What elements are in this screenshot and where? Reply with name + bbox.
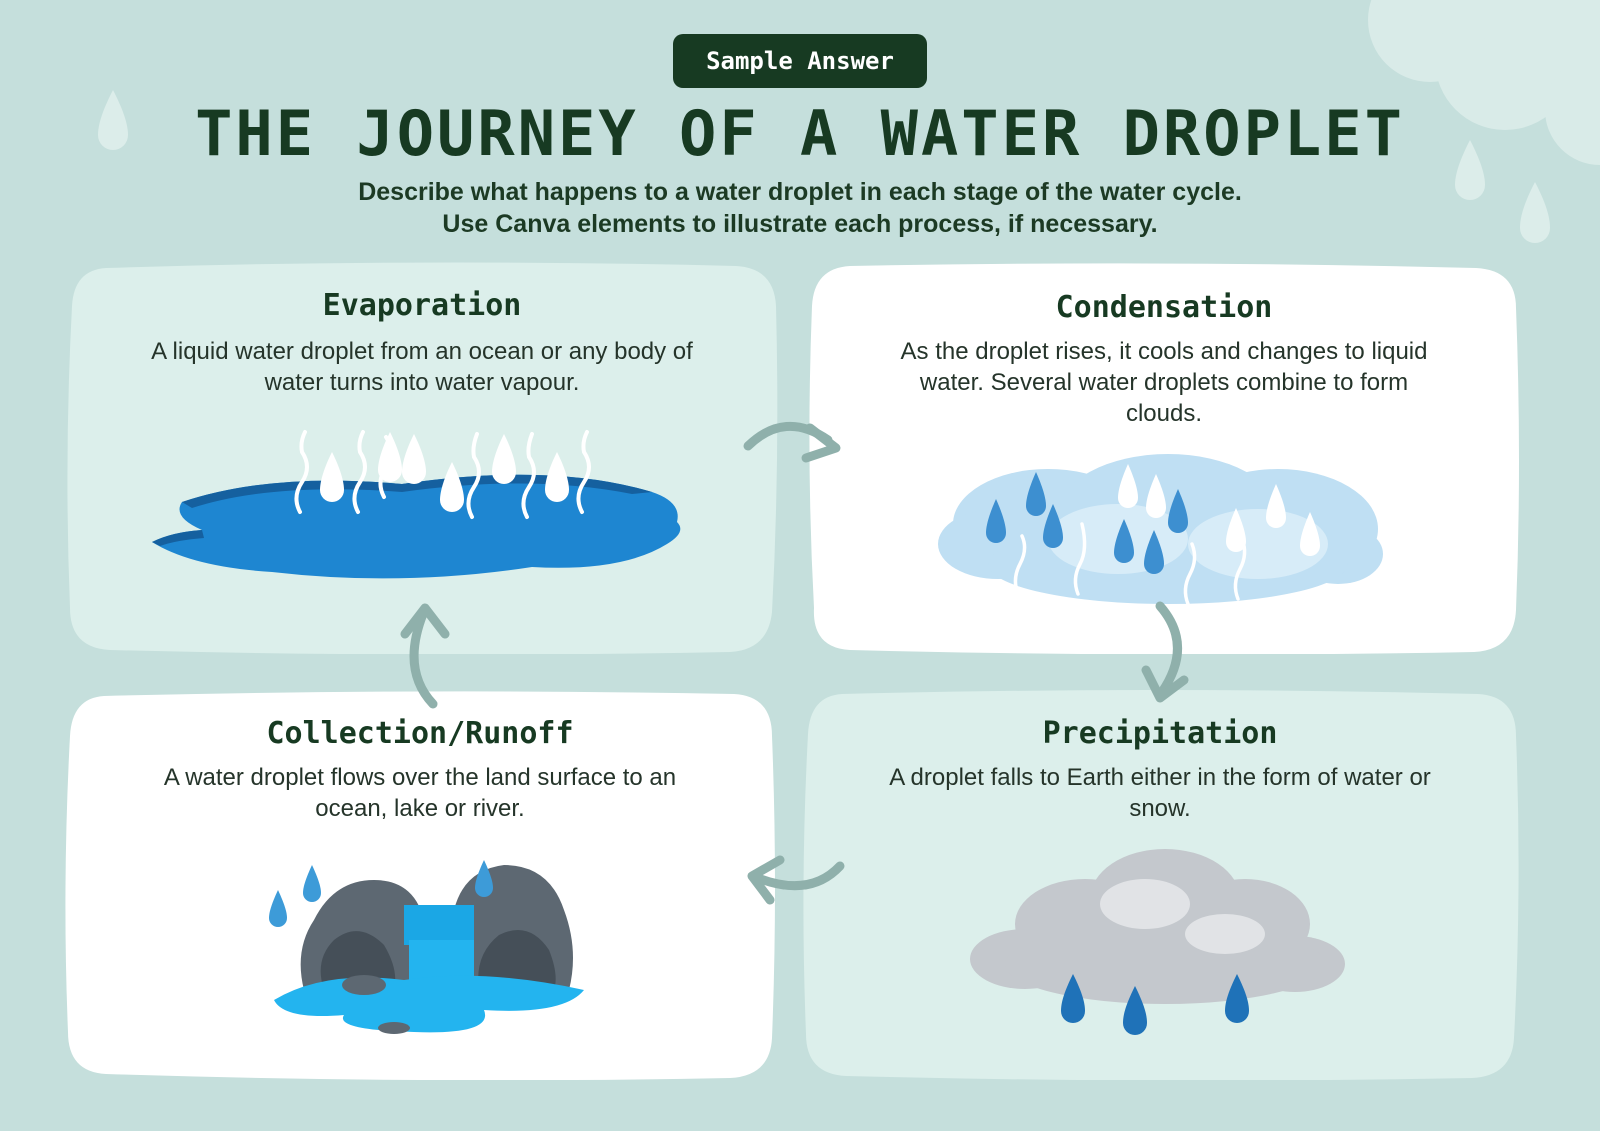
card-background <box>65 691 775 1080</box>
water-body-with-vapour-icon <box>152 430 681 579</box>
collection-text: A water droplet flows over the land surf… <box>163 764 677 822</box>
cloud-forming-icon <box>938 454 1383 606</box>
condensation-text: As the droplet rises, it cools and chang… <box>900 338 1428 427</box>
condensation-title: Condensation <box>1055 290 1273 325</box>
collection-title: Collection/Runoff <box>266 716 574 751</box>
evaporation-title: Evaporation <box>322 288 522 323</box>
raindrop-icon <box>98 90 128 150</box>
arrow-collection-to-evaporation <box>400 603 450 709</box>
precipitation-text: A droplet falls to Earth either in the f… <box>889 764 1431 822</box>
corner-cloud-icon <box>1368 0 1600 165</box>
sample-answer-badge: Sample Answer <box>673 34 927 88</box>
arrow-condensation-to-precipitation <box>1141 601 1189 703</box>
instructions-line-1: Describe what happens to a water droplet… <box>358 178 1242 206</box>
page-title: THE JOURNEY OF A WATER DROPLET <box>195 97 1405 170</box>
instructions-line-2: Use Canva elements to illustrate each pr… <box>442 210 1158 238</box>
precipitation-title: Precipitation <box>1042 716 1278 751</box>
evaporation-text: A liquid water droplet from an ocean or … <box>151 338 693 396</box>
collection-card: Collection/Runoff A water droplet flows … <box>64 688 776 1080</box>
waterfall-rocks-icon <box>269 860 584 1034</box>
arrow-precipitation-to-collection <box>747 855 845 905</box>
raindrop-icon <box>1455 140 1485 200</box>
arrow-evaporation-to-condensation <box>743 422 841 463</box>
evaporation-card: Evaporation A liquid water droplet from … <box>66 262 778 654</box>
precipitation-card: Precipitation A droplet falls to Earth e… <box>800 688 1520 1080</box>
condensation-card: Condensation As the droplet rises, it co… <box>808 262 1520 654</box>
rain-cloud-icon <box>970 849 1345 1035</box>
raindrop-icon <box>1520 182 1550 243</box>
